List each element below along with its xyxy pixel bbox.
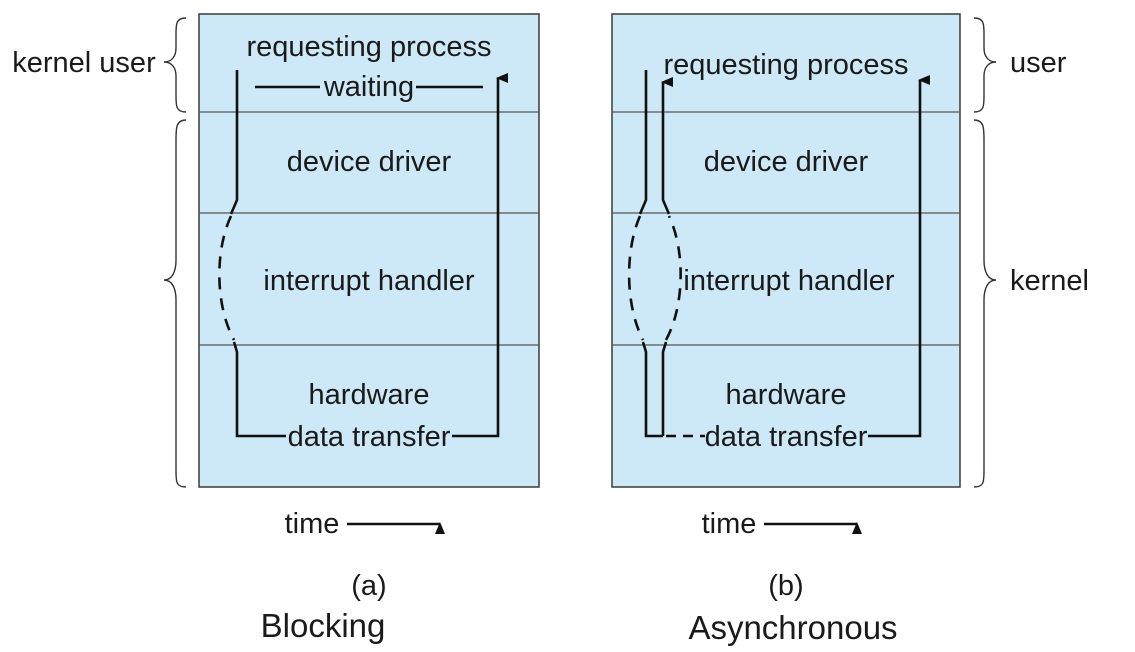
panel-a-request-path bbox=[229, 70, 239, 215]
panel-a-kernel-brace bbox=[163, 119, 187, 488]
panel-b-side-label-kernel: kernel bbox=[1010, 265, 1089, 297]
panel-asynchronous: requesting process device driver interru… bbox=[611, 13, 1089, 646]
panel-b-request-path-left bbox=[638, 70, 648, 215]
panel-b-subtitle: Asynchronous bbox=[688, 609, 897, 646]
panel-a-interrupt-path bbox=[218, 215, 236, 341]
panel-a-waiting-label: waiting bbox=[323, 71, 414, 103]
panel-b-interrupt-handler-label: interrupt handler bbox=[683, 265, 895, 297]
panel-b-device-driver-label: device driver bbox=[704, 146, 869, 178]
panel-a-frame bbox=[198, 13, 540, 488]
panel-a-return-arrow bbox=[452, 73, 508, 438]
panel-b-interrupt-path-right bbox=[664, 215, 682, 341]
panel-b-immediate-return-arrow bbox=[661, 77, 673, 215]
panel-b-hardware-path-left bbox=[641, 341, 663, 438]
panel-a-time-label: time bbox=[285, 508, 340, 540]
panel-a-requesting-process-label: requesting process bbox=[246, 31, 491, 63]
panel-b-return-path-right bbox=[661, 341, 668, 436]
panel-b-time-label: time bbox=[702, 508, 757, 540]
panel-a-data-transfer-label: data transfer bbox=[288, 421, 451, 453]
panel-a-device-driver-label: device driver bbox=[287, 146, 452, 178]
panel-blocking: requesting process waiting device driver… bbox=[12, 13, 540, 644]
panel-b-data-transfer-label: data transfer bbox=[705, 421, 868, 453]
panel-a-hardware-path bbox=[232, 341, 286, 438]
panel-b-hardware-label: hardware bbox=[726, 379, 847, 411]
panel-b-interrupt-path-left bbox=[627, 215, 645, 341]
panel-b-kernel-brace bbox=[973, 119, 997, 488]
panel-b-user-brace bbox=[973, 17, 997, 113]
panel-a-user-brace bbox=[163, 17, 187, 113]
panel-b-completion-arrow bbox=[868, 75, 930, 438]
panel-a-side-label: kernel user bbox=[12, 47, 156, 79]
panel-b-side-label-user: user bbox=[1010, 47, 1067, 79]
panel-a-caption: (a) bbox=[351, 570, 386, 602]
panel-a-subtitle: Blocking bbox=[261, 607, 386, 644]
panel-a-hardware-label: hardware bbox=[309, 379, 430, 411]
panel-b-requesting-process-label: requesting process bbox=[663, 49, 908, 81]
panel-a-interrupt-handler-label: interrupt handler bbox=[263, 265, 475, 297]
panel-b-caption: (b) bbox=[768, 570, 803, 602]
panel-b-frame bbox=[611, 13, 961, 488]
